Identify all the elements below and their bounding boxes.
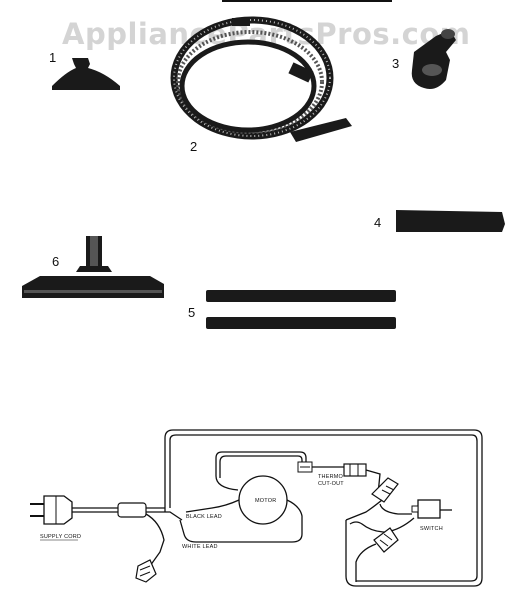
part-3-number: 3 <box>392 56 399 71</box>
part-2-number: 2 <box>190 139 197 154</box>
supply-cord-label: SUPPLY CORD <box>40 534 81 540</box>
thermo-cutout-label-line1: THERMO <box>318 474 344 480</box>
switch-label: SWITCH <box>420 526 443 532</box>
wiring-diagram: MOTOR THERMO CUT-OUT SWITCH BLACK LEAD W… <box>30 429 483 587</box>
plug <box>30 495 73 525</box>
part-1-upholstery-nozzle <box>52 58 120 90</box>
wire-nut-upper <box>371 477 399 503</box>
part-6-number: 6 <box>52 254 59 269</box>
thermo-cutout-block <box>343 463 367 477</box>
cord-sleeve <box>117 502 147 518</box>
black-lead-label: BLACK LEAD <box>186 514 222 520</box>
part-5-extension-wands <box>206 290 396 329</box>
part-3-swivel-adapter <box>411 29 456 89</box>
part-4-number: 4 <box>374 215 381 230</box>
part-4-crevice-tool <box>396 210 505 232</box>
wire-nut-lower <box>373 527 399 553</box>
part-5-number: 5 <box>188 305 195 320</box>
part-1-number: 1 <box>49 50 56 65</box>
part-6-floor-nozzle <box>22 236 164 298</box>
thermo-cutout-label-line2: CUT-OUT <box>318 481 344 487</box>
white-lead-terminal <box>135 559 157 583</box>
motor-label: MOTOR <box>255 498 276 504</box>
switch-box <box>417 499 441 519</box>
white-lead-label: WHITE LEAD <box>182 544 218 550</box>
part-2-hose <box>170 16 352 142</box>
